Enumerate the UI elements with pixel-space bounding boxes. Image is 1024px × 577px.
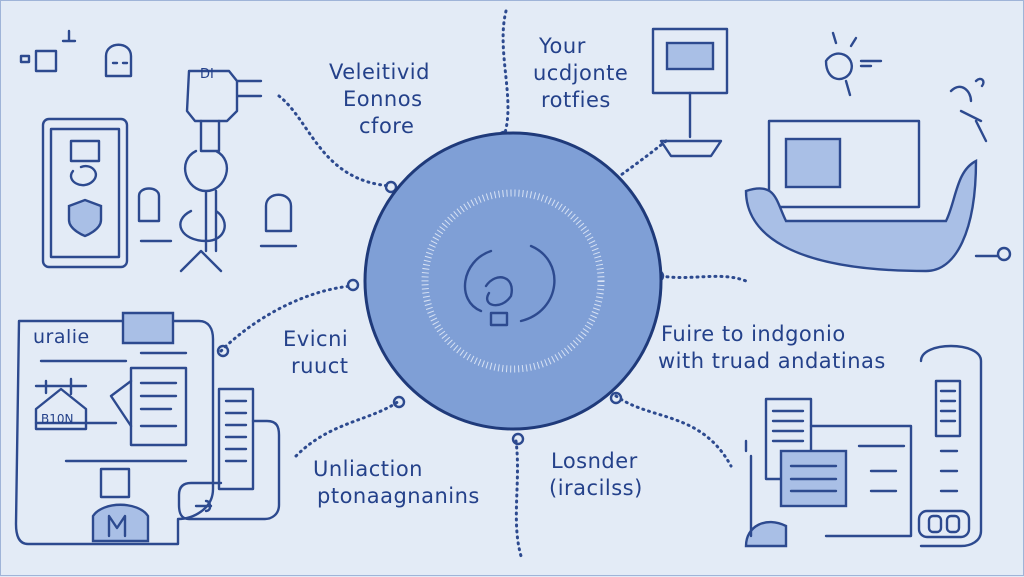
label-line: Unliaction (313, 457, 423, 481)
label-line: Veleitivid (329, 60, 430, 84)
connector-right (659, 274, 748, 283)
label-line: ptonaagnanins (317, 484, 480, 508)
connector-top-left (277, 94, 393, 188)
label-line: Fuire to indgonio (661, 322, 846, 346)
label-line: (iracilss) (549, 476, 643, 500)
laptop-sketch (744, 119, 1000, 273)
phone-sketch (41, 117, 129, 269)
connector-node (511, 432, 525, 446)
label-mid-left: Evicni ruuct (283, 326, 349, 380)
label-line: with truad andatinas (658, 349, 886, 373)
label-bottom-left: Unliaction ptonaagnanins (313, 456, 480, 510)
label-line: Losnder (551, 449, 638, 473)
connector-node (609, 391, 623, 405)
label-line: ruuct (291, 354, 349, 378)
document-title: uralie (33, 326, 90, 348)
label-mid-right: Fuire to indgonio with truad andatinas (658, 321, 886, 375)
central-hub (363, 131, 663, 431)
connector-bottom-right (614, 394, 733, 468)
label-line: Your (539, 34, 586, 58)
server-devices-sketch (744, 344, 983, 548)
sun-doodle (824, 31, 988, 143)
label-bottom-right: Losnder (iracilss) (549, 448, 643, 502)
robot-sketch (179, 69, 263, 273)
monitor-sketch (651, 27, 729, 158)
label-line: ucdjonte (533, 61, 629, 85)
label-line: Eonnos (343, 87, 423, 111)
house-label: B10N (41, 412, 74, 426)
connector-bottom-left (294, 399, 401, 458)
connector-top (501, 9, 510, 138)
label-top-left: Veleitivid Eonnos cfore (329, 59, 430, 140)
connector-bottom (514, 439, 523, 558)
connector-top-right (611, 139, 668, 183)
connector-node (384, 180, 398, 194)
label-line: cfore (359, 114, 415, 138)
connector-node (216, 344, 230, 358)
label-top-right: Your ucdjonte rotfies (533, 33, 628, 114)
chip-label: DI (200, 67, 214, 82)
label-line: rotfies (541, 88, 611, 112)
connector-node (346, 278, 360, 292)
doodle-characters (19, 29, 298, 248)
connector-node (996, 246, 1012, 262)
document-sketch (14, 311, 281, 546)
label-line: Evicni (283, 327, 349, 351)
connector-node (392, 395, 406, 409)
connector-left (219, 284, 353, 353)
